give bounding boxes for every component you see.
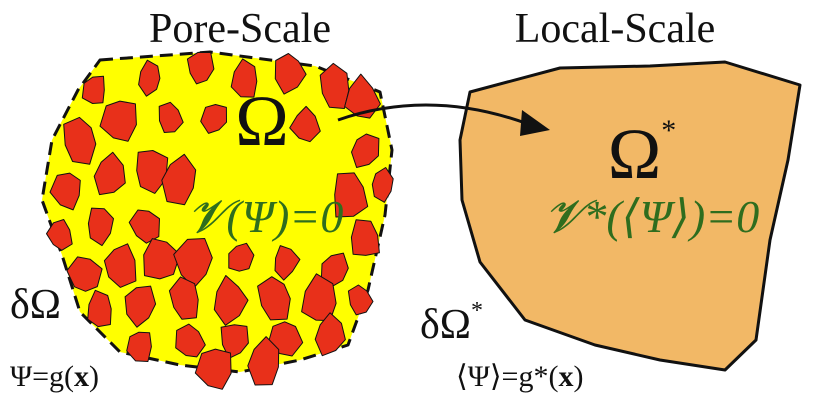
solid-grain bbox=[81, 75, 105, 104]
solid-grain bbox=[274, 53, 307, 95]
local-boundary-condition: ⟨Ψ⟩=g*(x) bbox=[456, 360, 583, 393]
solid-grain bbox=[87, 207, 114, 247]
scale-transition-arrow bbox=[337, 103, 550, 136]
pore-omega-symbol: Ω bbox=[235, 81, 289, 161]
solid-grain bbox=[124, 285, 157, 328]
local-scale-title: Local-Scale bbox=[515, 6, 716, 52]
solid-grain bbox=[194, 348, 232, 390]
solid-grain bbox=[49, 172, 81, 211]
solid-grain bbox=[220, 324, 249, 359]
solid-grain bbox=[334, 172, 369, 218]
solid-grain bbox=[301, 273, 337, 322]
pore-boundary-condition: Ψ=g(x) bbox=[10, 360, 99, 393]
solid-grain bbox=[344, 73, 381, 119]
solid-grain bbox=[228, 242, 255, 272]
local-scale-equation: 𝓥*(⟨Ψ⟩)=0 bbox=[545, 191, 759, 242]
solid-grain bbox=[351, 133, 380, 168]
local-omega-symbol: Ω* bbox=[608, 114, 677, 194]
solid-grain bbox=[350, 219, 380, 256]
solid-grain bbox=[158, 101, 184, 133]
arrow-head bbox=[520, 110, 550, 136]
solid-grain bbox=[93, 151, 126, 196]
solid-grain bbox=[319, 62, 350, 109]
solid-grain bbox=[186, 51, 215, 85]
solid-grain bbox=[46, 219, 73, 251]
solid-grain bbox=[126, 331, 152, 362]
solid-grain bbox=[66, 256, 103, 292]
solid-grain bbox=[99, 100, 137, 142]
local-boundary-label: δΩ* bbox=[420, 298, 483, 348]
solid-grain bbox=[347, 284, 374, 316]
solid-grain bbox=[103, 243, 137, 288]
pore-scale-equation: 𝓥(Ψ)=0 bbox=[188, 191, 343, 242]
local-scale-region bbox=[458, 60, 802, 372]
solid-grain bbox=[200, 104, 227, 134]
pore-scale-domain bbox=[40, 50, 394, 390]
solid-grain bbox=[274, 245, 301, 281]
solid-grain bbox=[168, 276, 199, 320]
solid-grain bbox=[247, 336, 280, 386]
solid-grain bbox=[213, 275, 249, 326]
solid-grain bbox=[371, 167, 394, 203]
pore-scale-title: Pore-Scale bbox=[149, 6, 331, 52]
solid-grain bbox=[161, 153, 197, 206]
solid-grain bbox=[314, 312, 346, 357]
solid-grain bbox=[143, 238, 181, 280]
pore-boundary-label: δΩ bbox=[10, 282, 61, 328]
solid-grain bbox=[87, 289, 112, 328]
solid-grain bbox=[257, 276, 291, 321]
solid-grain bbox=[63, 116, 97, 165]
solid-grain bbox=[289, 105, 321, 143]
solid-grains bbox=[46, 51, 394, 390]
arrow-curve bbox=[337, 103, 529, 126]
solid-grain bbox=[128, 209, 160, 244]
solid-grain bbox=[230, 58, 258, 98]
solid-grain bbox=[175, 323, 206, 358]
solid-grain bbox=[138, 59, 161, 97]
